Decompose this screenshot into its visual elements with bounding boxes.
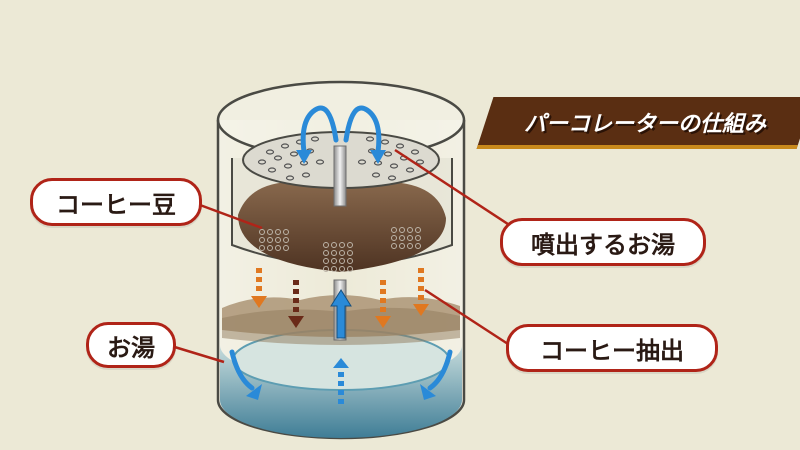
basket-holes-right xyxy=(391,227,421,249)
circulation-arrow-icon xyxy=(229,349,453,391)
basket-holes-left xyxy=(259,229,289,251)
up-arrow-icon xyxy=(330,289,352,339)
label-coffee-beans: コーヒー豆 xyxy=(30,178,202,226)
dotted-up-arrow-icon xyxy=(333,358,349,404)
basket-holes xyxy=(259,227,421,272)
circulation-arrow-head-left xyxy=(246,384,262,400)
basket-holes-center xyxy=(323,242,353,272)
spreader-holes xyxy=(257,136,425,181)
curved-arrow-head-right xyxy=(370,150,386,164)
down-arrow-icon xyxy=(251,268,429,328)
diagram-title: パーコレーターの仕組み xyxy=(523,112,766,137)
circulation-arrow-head-right xyxy=(420,384,436,400)
label-hot-water-spray: 噴出するお湯 xyxy=(500,218,706,266)
coffee-basket xyxy=(231,158,453,272)
leader-lines xyxy=(167,148,521,364)
curved-arrow-head-left xyxy=(296,150,312,164)
label-coffee-extraction: コーヒー抽出 xyxy=(506,324,718,372)
label-hot-water: お湯 xyxy=(86,322,176,368)
curved-arrow-icon xyxy=(300,105,382,155)
